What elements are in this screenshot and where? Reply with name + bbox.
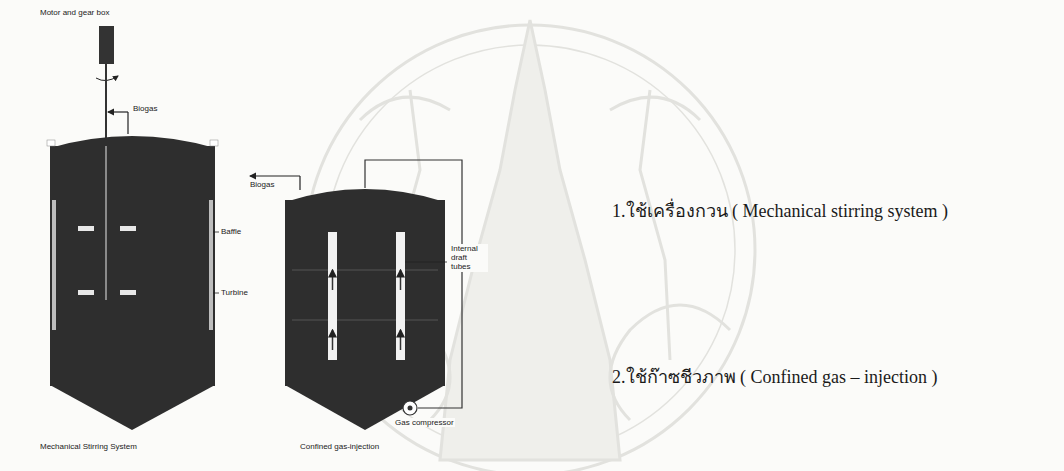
- part-label: Turbine: [221, 288, 248, 297]
- part-label: Biogas: [250, 180, 274, 189]
- figure-caption: Mechanical Stirring System: [40, 442, 137, 451]
- part-label: Baffle: [221, 227, 241, 236]
- figure-caption: Confined gas-injection: [300, 442, 379, 451]
- stirred-tank: [47, 26, 219, 430]
- method-text: 2.ใช้ก๊าซชีวภาพ ( Confined gas – injecti…: [612, 352, 1032, 402]
- gas-injection-tank: [250, 160, 462, 430]
- part-label: Motor and gear box: [40, 8, 109, 17]
- part-label: Gas compressor: [394, 418, 455, 427]
- method-text: 1.ใช้เครื่องกวน ( Mechanical stirring sy…: [612, 186, 1032, 236]
- part-label: Biogas: [133, 104, 157, 113]
- part-label: Internal draft tubes: [450, 244, 488, 272]
